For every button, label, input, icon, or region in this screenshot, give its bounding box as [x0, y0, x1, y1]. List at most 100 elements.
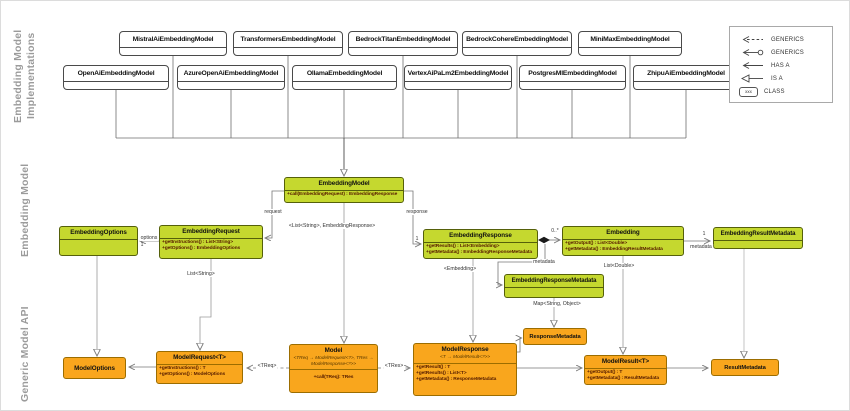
class-title: EmbeddingResponse	[424, 230, 537, 243]
class-method: +call(EmbeddingRequest) : EmbeddingRespo…	[287, 192, 398, 197]
class-method: +getResult() : T	[416, 364, 451, 370]
class-model-response: ModelResponse <T → ModelResult<?>> +getR…	[413, 343, 517, 396]
class-header: Model <TReq → ModelRequest<?>, TRes → Mo…	[290, 345, 377, 371]
is-a-arrow-icon	[739, 70, 765, 88]
class-title: MiniMaxEmbeddingModel	[579, 32, 681, 48]
has-a-connectors	[129, 190, 710, 368]
class-title: EmbeddingResultMetadata	[714, 228, 802, 241]
class-method: +getOptions() : ModelOptions	[159, 372, 226, 378]
impl-class-openai: OpenAiEmbeddingModel	[63, 65, 169, 90]
class-embedding: Embedding +getOutput() : List<Double> +g…	[562, 226, 684, 256]
class-embedding-result-metadata: EmbeddingResultMetadata	[713, 227, 803, 249]
class-model: Model <TReq → ModelRequest<?>, TRes → Mo…	[289, 344, 378, 393]
has-a-arrow-icon	[739, 57, 765, 75]
class-embedding-model: EmbeddingModel +call(EmbeddingRequest) :…	[284, 177, 404, 203]
class-method: +getMetadata() : EmbeddingResultMetadata	[565, 247, 663, 253]
class-title: ModelOptions	[74, 364, 115, 372]
class-title: ModelResult<T>	[585, 356, 666, 369]
class-method: +getInstructions() : T	[159, 366, 206, 371]
section-label-implementations: Embedding Model Implementations	[12, 29, 37, 123]
class-title: BedrockCohereEmbeddingModel	[463, 32, 571, 48]
class-model-result: ModelResult<T> +getOutput() : T +getMeta…	[584, 355, 667, 385]
connector-label-response: response	[405, 209, 429, 215]
class-title: EmbeddingModel	[285, 178, 403, 191]
impl-class-transformers: TransformersEmbeddingModel	[233, 31, 343, 56]
connector-label-list-string: List<String>	[186, 271, 216, 277]
section-label-generic-api: Generic Model API	[19, 306, 31, 402]
class-generics: <T → ModelResult<?>>	[440, 355, 490, 360]
connector-label-model-generic-binding: <List<String>, EmbeddingResponse>	[287, 223, 377, 229]
class-box-icon: xxx	[739, 86, 758, 97]
class-method: +getResults() : List<Embedding>	[426, 244, 500, 249]
legend: GENERICS GENERICS HAS A IS A xxx CLASS	[729, 26, 833, 103]
class-method: +getInstructions() : List<String>	[162, 240, 234, 245]
multiplicity-response: 1	[415, 236, 419, 242]
class-title: ZhipuAiEmbeddingModel	[634, 66, 738, 82]
class-title: ModelRequest<T>	[157, 352, 242, 365]
impl-class-vertex-palm2: VertexAiPaLm2EmbeddingModel	[404, 65, 512, 90]
connector-label-request: request	[263, 209, 283, 215]
impl-class-azure-openai: AzureOpenAiEmbeddingModel	[177, 65, 285, 90]
legend-row: HAS A	[739, 59, 832, 72]
connector-label-options: options	[139, 235, 159, 241]
legend-row: GENERICS	[739, 46, 832, 59]
class-title: OllamaEmbeddingModel	[293, 66, 396, 82]
class-result-metadata: ResultMetadata	[711, 359, 779, 376]
connector-label-metadata-result: metadata	[689, 244, 713, 250]
impl-class-minimax: MiniMaxEmbeddingModel	[578, 31, 682, 56]
connector-label-map-string-object: Map<String, Object>	[532, 301, 582, 307]
class-method: +getMetadata() : EmbeddingResponseMetada…	[426, 250, 532, 256]
section-label-embedding-model: Embedding Model	[19, 163, 31, 257]
class-title: EmbeddingOptions	[60, 227, 137, 240]
class-title: ResponseMetadata	[529, 333, 581, 340]
multiplicity-embeddings: 0..*	[551, 228, 559, 234]
class-method: +getMetadata() : ResponseMetadata	[416, 377, 497, 382]
class-title: EmbeddingResponseMetadata	[505, 275, 603, 288]
multiplicity-metadata: 1	[702, 231, 706, 237]
impl-class-mistral: MistralAiEmbeddingModel	[119, 31, 227, 56]
connector-label-metadata-response: metadata	[532, 259, 556, 265]
class-embedding-options: EmbeddingOptions	[59, 226, 138, 256]
legend-row: IS A	[739, 72, 832, 85]
class-header: ModelResponse <T → ModelResult<?>>	[414, 344, 516, 364]
class-title: Embedding	[563, 227, 683, 240]
impl-class-zhipuai: ZhipuAiEmbeddingModel	[633, 65, 739, 90]
class-method: +call(TReq): TRes	[313, 375, 354, 381]
connector-label-treq: <TReq>	[256, 363, 278, 369]
legend-label: IS A	[771, 75, 783, 82]
legend-label: GENERICS	[771, 49, 804, 56]
class-title: MistralAiEmbeddingModel	[120, 32, 226, 48]
composition-diamond	[538, 236, 550, 244]
class-model-request: ModelRequest<T> +getInstructions() : T +…	[156, 351, 243, 384]
class-title: BedrockTitanEmbeddingModel	[349, 32, 457, 48]
impl-class-postgresml: PostgresMlEmbeddingModel	[519, 65, 626, 90]
impl-class-bedrock-titan: BedrockTitanEmbeddingModel	[348, 31, 458, 56]
class-embedding-response: EmbeddingResponse +getResults() : List<E…	[423, 229, 538, 259]
class-method: +getOutput() : List<Double>	[565, 241, 628, 246]
class-generics: <TReq → ModelRequest<?>, TRes → ModelRes…	[293, 356, 374, 367]
generics-dashed-arrow-icon	[739, 31, 765, 49]
connector-label-list-double: List<Double>	[602, 263, 636, 269]
class-response-metadata: ResponseMetadata	[523, 328, 587, 345]
class-title: ResultMetadata	[724, 364, 766, 371]
legend-label: CLASS	[764, 88, 785, 95]
impl-class-ollama: OllamaEmbeddingModel	[292, 65, 397, 90]
class-method: +getOptions() : EmbeddingOptions	[162, 246, 241, 252]
legend-label: HAS A	[771, 62, 790, 69]
impl-class-bedrock-cohere: BedrockCohereEmbeddingModel	[462, 31, 572, 56]
class-title: EmbeddingRequest	[160, 226, 262, 239]
class-title: OpenAiEmbeddingModel	[64, 66, 168, 82]
class-title: ModelResponse	[441, 346, 489, 353]
legend-row: GENERICS	[739, 33, 832, 46]
class-embedding-request: EmbeddingRequest +getInstructions() : Li…	[159, 225, 263, 259]
class-embedding-response-metadata: EmbeddingResponseMetadata	[504, 274, 604, 298]
connector-label-embedding-binding: <Embedding>	[442, 266, 478, 272]
class-method: +getResults() : List<T>	[416, 370, 467, 376]
class-title: Model	[324, 347, 343, 354]
class-title: AzureOpenAiEmbeddingModel	[178, 66, 284, 82]
class-title: VertexAiPaLm2EmbeddingModel	[405, 66, 511, 82]
class-method: +getOutput() : T	[587, 370, 623, 375]
legend-row: xxx CLASS	[739, 85, 832, 98]
class-title: TransformersEmbeddingModel	[234, 32, 342, 48]
